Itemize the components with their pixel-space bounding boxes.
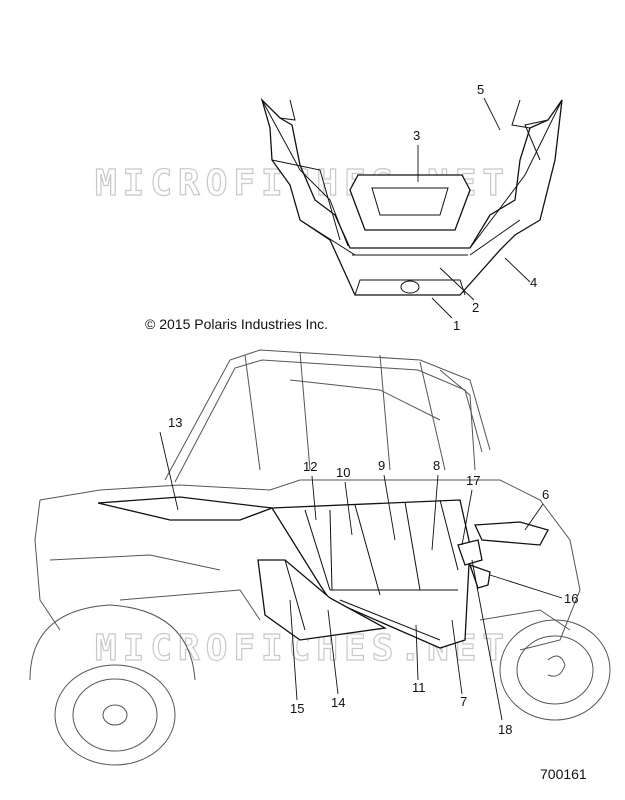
copyright-notice: © 2015 Polaris Industries Inc. — [145, 316, 328, 332]
part-number: 700161 — [540, 766, 587, 782]
callout-4: 4 — [530, 275, 537, 290]
callout-17: 17 — [466, 473, 480, 488]
callout-3: 3 — [413, 128, 420, 143]
callout-5: 5 — [477, 82, 484, 97]
side-callouts: 13 12 10 9 8 17 6 16 18 7 11 14 15 — [159, 415, 578, 737]
callout-7: 7 — [460, 694, 467, 709]
callout-8: 8 — [433, 458, 440, 473]
callout-11: 11 — [412, 680, 426, 695]
callout-15: 15 — [290, 701, 304, 716]
vehicle-illustration — [29, 349, 611, 766]
side-decals — [97, 496, 549, 649]
callout-9: 9 — [378, 458, 385, 473]
callout-6: 6 — [542, 487, 549, 502]
hood-illustration — [260, 97, 563, 296]
callout-10: 10 — [336, 465, 350, 480]
hood-callouts: 3 5 4 2 1 — [413, 82, 537, 333]
callout-14: 14 — [331, 695, 345, 710]
callout-12: 12 — [303, 459, 317, 474]
callout-18: 18 — [498, 722, 512, 737]
callout-1: 1 — [453, 318, 460, 333]
callout-16: 16 — [564, 591, 578, 606]
callout-13: 13 — [168, 415, 182, 430]
callout-2: 2 — [472, 300, 479, 315]
